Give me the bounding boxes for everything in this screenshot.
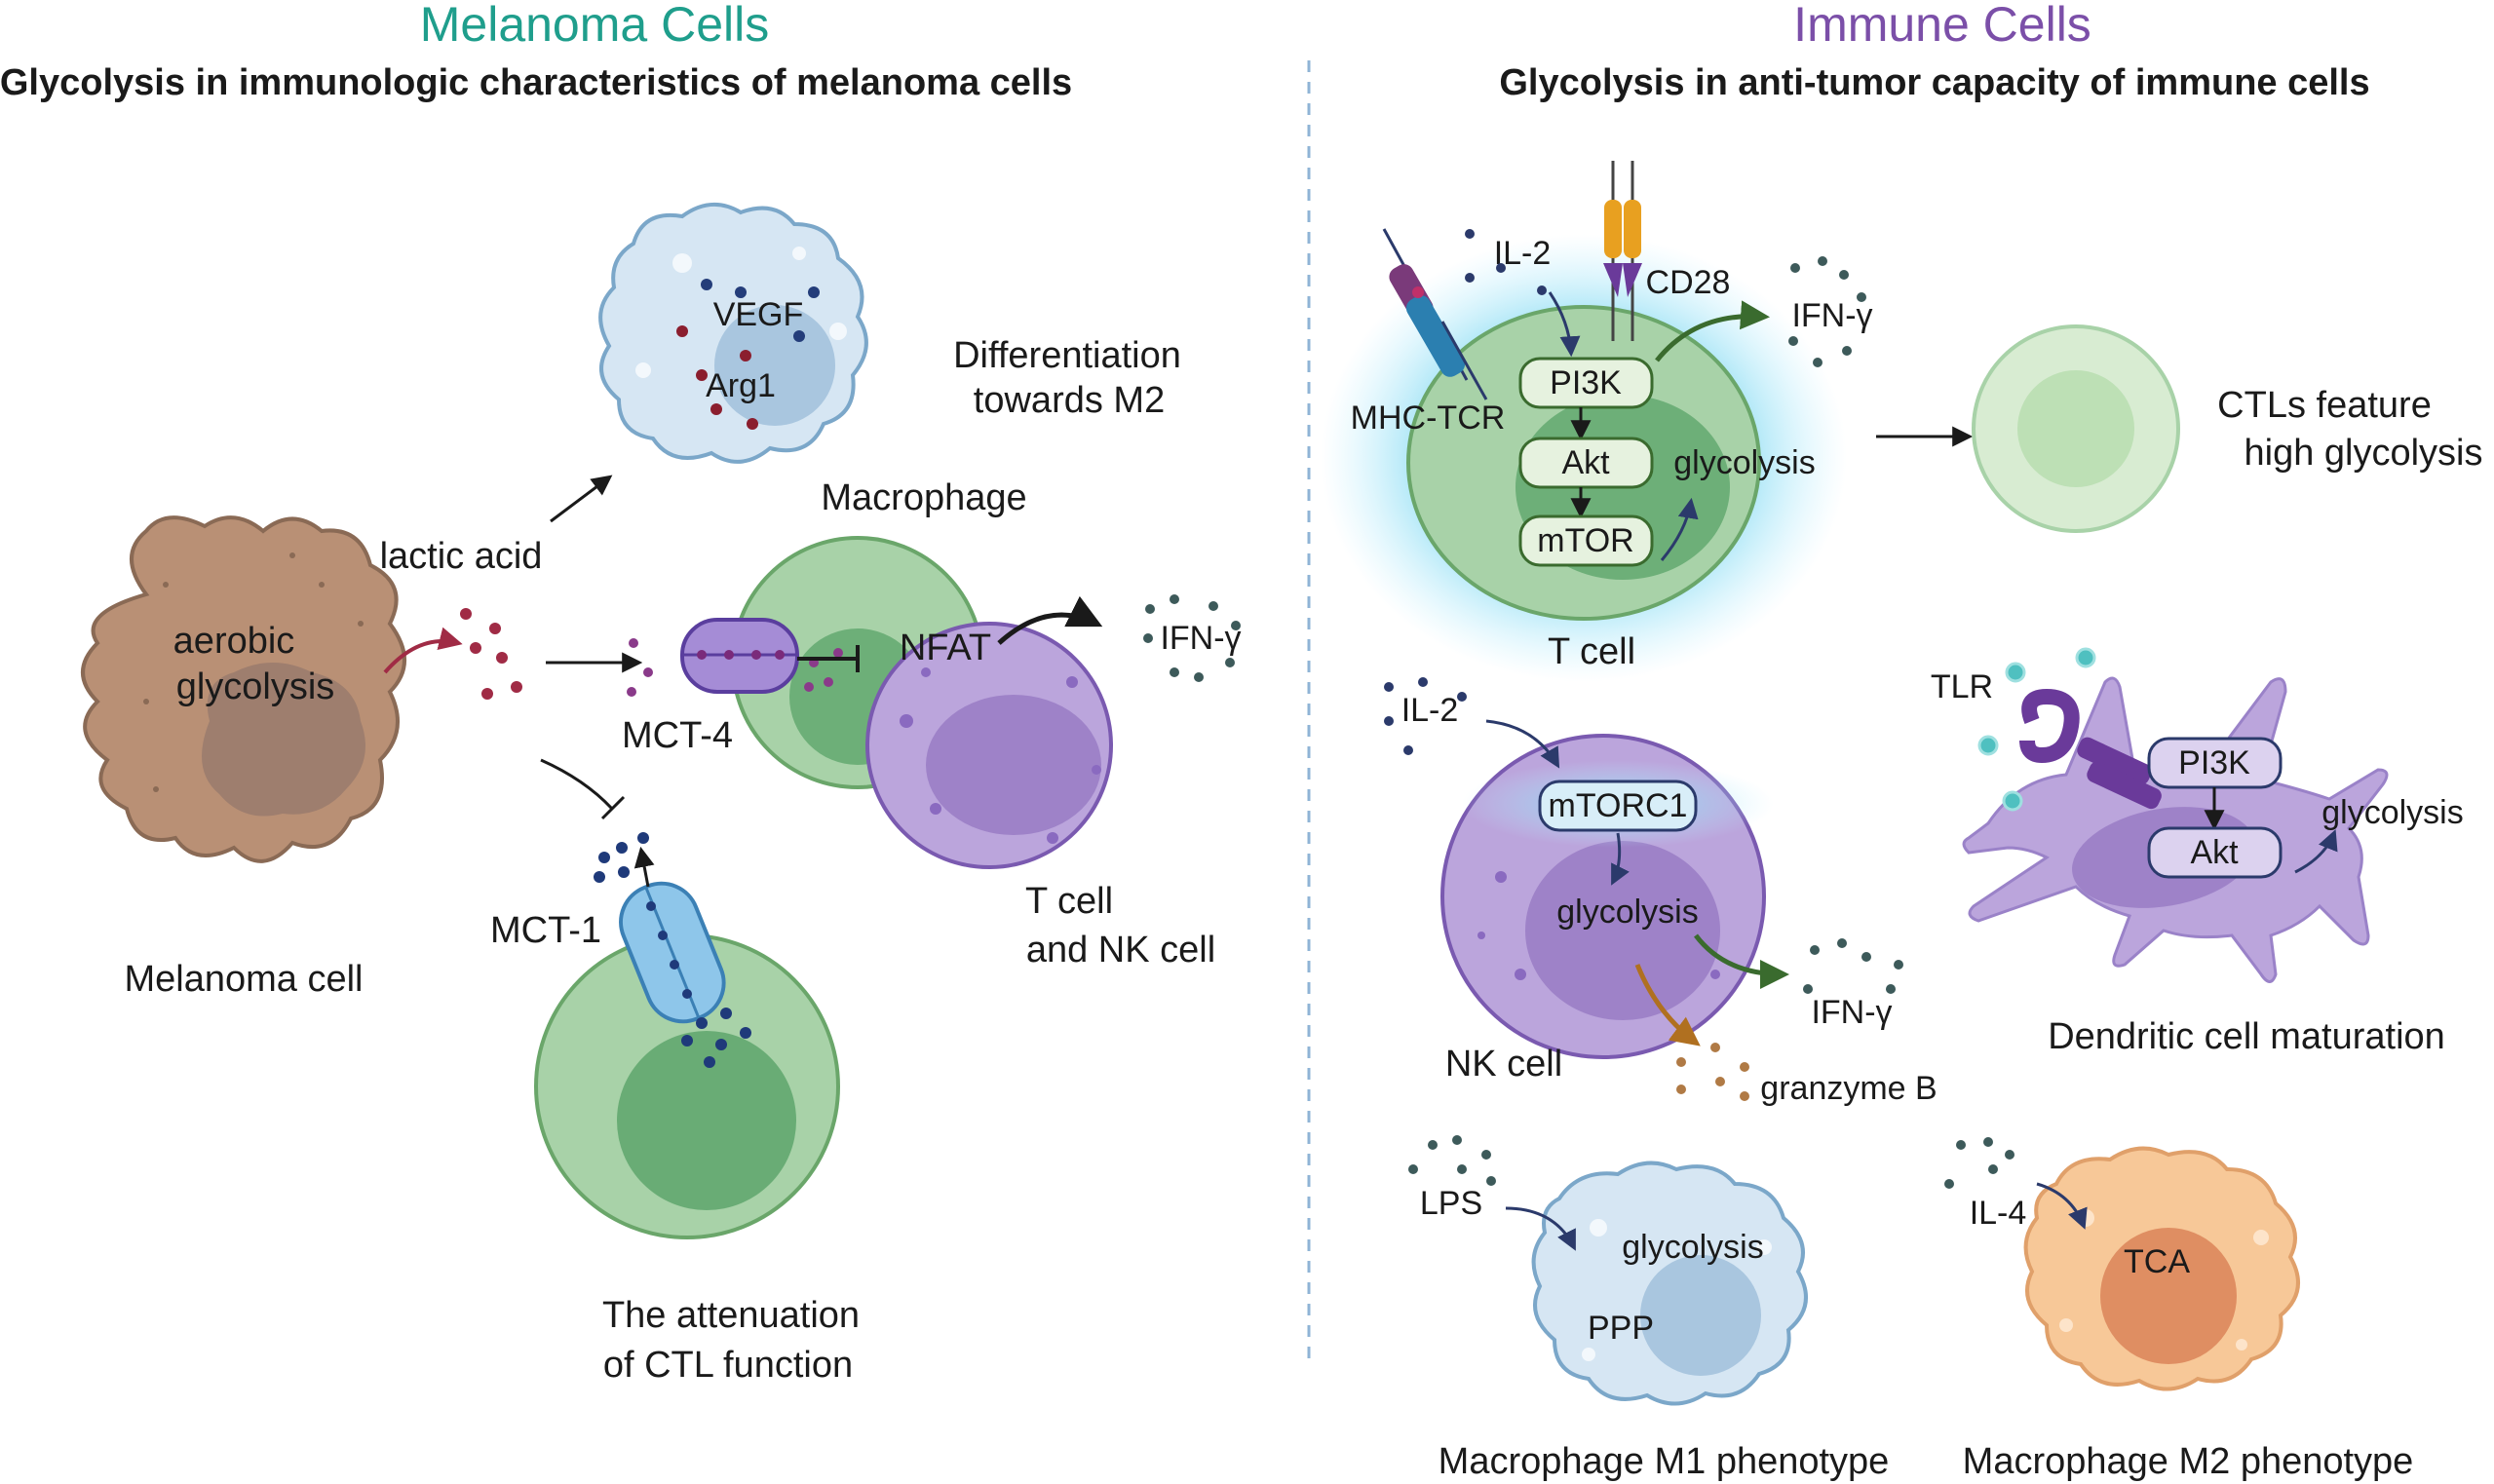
ctl-label-1: CTLs feature <box>2217 385 2432 426</box>
il4-arrow <box>2036 1182 2088 1230</box>
mtorc1-to-glycolysis-arrow <box>1611 832 1630 886</box>
ifn-gamma-dots-left <box>1143 594 1241 682</box>
t-nk-cell-label-2: and NK cell <box>1026 930 1215 970</box>
differentiation-label-1: Differentiation <box>953 335 1181 376</box>
dc-pi3k-label: PI3K <box>2178 744 2250 781</box>
nk-cell-label: NK cell <box>1445 1044 1562 1084</box>
left-panel-subtitle: Glycolysis in immunologic characteristic… <box>0 62 1072 103</box>
mtor-box <box>1518 514 1654 567</box>
differentiation-label-2: towards M2 <box>974 380 1165 421</box>
mct4-label: MCT-4 <box>622 715 733 756</box>
t-cell-label: T cell <box>1548 631 1635 672</box>
dc-akt-label: Akt <box>2190 834 2239 871</box>
mct1-label: MCT-1 <box>490 910 601 951</box>
il2-to-pi3k-arrow <box>1548 291 1581 358</box>
nk-il2-label: IL-2 <box>1401 692 1459 729</box>
akt-label: Akt <box>1561 444 1610 481</box>
dc-pathway: PI3K Akt <box>2147 737 2283 879</box>
macrophage-m1-cell <box>1531 1161 1808 1406</box>
nk-glycolysis-label: glycolysis <box>1556 894 1698 931</box>
cd28-label: CD28 <box>1646 264 1731 301</box>
tca-label: TCA <box>2124 1243 2190 1280</box>
il2-dots <box>1465 229 1547 295</box>
right-panel-title: Immune Cells <box>1793 0 2091 52</box>
ifn-gamma-label-left: IFN-γ <box>1160 620 1241 657</box>
nk-ifn-arrow <box>1694 933 1789 989</box>
arrow-to-macrophage-m2 <box>550 475 613 523</box>
dc-glycolysis-label: glycolysis <box>2321 794 2463 831</box>
mct1-efflux-arrow <box>633 846 655 888</box>
attenuation-label-2: of CTL function <box>603 1345 853 1386</box>
attenuation-label-1: The attenuation <box>602 1295 860 1336</box>
pi3k-box <box>1518 357 1654 409</box>
right-panel-subtitle: Glycolysis in anti-tumor capacity of imm… <box>1499 62 2369 103</box>
mct1-dots-out <box>594 832 649 883</box>
mhc-tcr-label: MHC-TCR <box>1351 400 1506 437</box>
nfat-ifn-arrow <box>997 595 1103 645</box>
nfat-label: NFAT <box>900 628 991 668</box>
mct1-transporter <box>619 881 726 1024</box>
mtor-label: mTOR <box>1537 522 1633 559</box>
melanoma-cell: aerobic glycolysis Melanoma cell <box>81 515 406 1000</box>
mtor-to-glycolysis-arrow <box>1660 497 1699 561</box>
macrophage-label: Macrophage <box>821 477 1026 518</box>
lactic-acid-label: lactic acid <box>380 536 543 577</box>
lps-label: LPS <box>1420 1185 1482 1222</box>
t-cell-ifn-dots <box>1788 256 1866 367</box>
t-cell-pathway: PI3K Akt mTOR <box>1518 357 1654 567</box>
left-panel-header: Melanoma Cells Glycolysis in immunologic… <box>0 0 1072 103</box>
m2-macrophage-cell: VEGF Arg1 <box>598 202 868 464</box>
m1-label: Macrophage M1 phenotype <box>1439 1441 1890 1482</box>
pi3k-label: PI3K <box>1550 364 1622 401</box>
lactate-release-arrow <box>383 627 463 674</box>
mtorc1-box <box>1538 780 1698 832</box>
mtorc1-label: mTORC1 <box>1549 787 1688 824</box>
vegf-label: VEGF <box>713 296 804 333</box>
mct4-transporter <box>680 618 799 694</box>
glycolysis-label: glycolysis <box>176 666 335 707</box>
ctl-cell <box>534 933 840 1239</box>
ctl-label-2: high glycolysis <box>2245 433 2483 474</box>
t-cell-glycolysis-label: glycolysis <box>1673 444 1815 481</box>
right-panel-header: Immune Cells Glycolysis in anti-tumor ca… <box>1499 0 2369 103</box>
t-cell-ifn-arrow <box>1655 300 1770 362</box>
ctl-high-glycolysis-cell <box>1972 324 2180 533</box>
nk-il2-dots <box>1384 677 1467 755</box>
granzyme-label: granzyme B <box>1760 1070 1937 1107</box>
nk-ifn-dots <box>1803 938 1903 994</box>
lps-dots <box>1408 1135 1496 1186</box>
tlr-ligand-dots <box>1977 647 2096 812</box>
melanoma-cell-label: Melanoma cell <box>125 959 364 1000</box>
m2-label: Macrophage M2 phenotype <box>1963 1441 2414 1482</box>
t-nk-cell <box>865 622 1113 869</box>
cd28-receptor <box>1603 161 1642 341</box>
akt-box <box>1518 437 1654 489</box>
left-panel-title: Melanoma Cells <box>420 0 769 52</box>
nk-ifn-label: IFN-γ <box>1811 994 1892 1031</box>
mhc-tcr-receptor <box>1382 228 1488 400</box>
macrophage-m2-cell <box>2023 1146 2300 1391</box>
aerobic-label: aerobic <box>173 621 295 662</box>
t-nk-cell-label-1: T cell <box>1025 881 1113 922</box>
dc-akt-to-glycolysis-arrow <box>2294 829 2338 874</box>
lps-arrow <box>1505 1206 1576 1251</box>
t-cell-ifn-label: IFN-γ <box>1791 297 1872 334</box>
nk-granzyme-arrow <box>1634 964 1701 1046</box>
granzyme-dots <box>1676 1043 1749 1101</box>
mct1-dots-in <box>681 1008 751 1068</box>
dc-akt-box <box>2147 826 2283 879</box>
tlr-label: TLR <box>1931 668 1993 705</box>
dc-label: Dendritic cell maturation <box>2048 1016 2445 1057</box>
nk-il2-arrow <box>1485 719 1560 769</box>
arg1-label: Arg1 <box>706 367 776 404</box>
il4-dots <box>1944 1137 2014 1189</box>
m1-glycolysis-label: glycolysis <box>1622 1229 1763 1266</box>
inhibit-arrow-to-mct1 <box>540 758 614 811</box>
il4-label: IL-4 <box>1970 1195 2027 1232</box>
tlr-receptor <box>2019 688 2162 810</box>
lactate-dots <box>460 608 522 700</box>
ppp-label: PPP <box>1588 1310 1654 1347</box>
